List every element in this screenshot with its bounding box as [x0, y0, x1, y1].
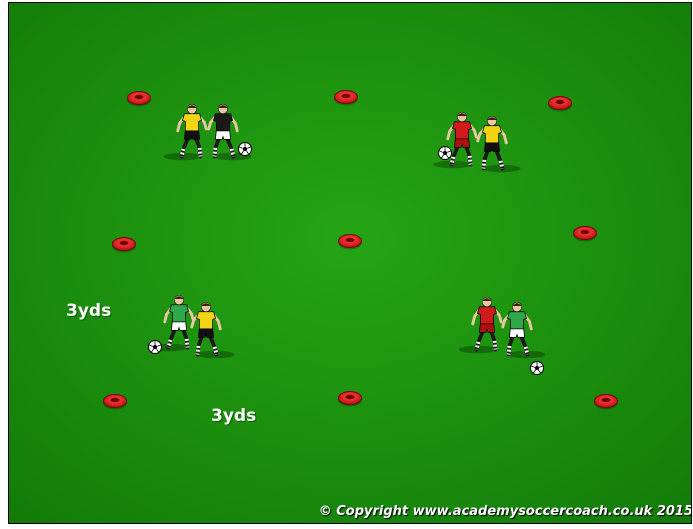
soccer-ball [439, 147, 452, 160]
cone [338, 235, 362, 250]
cone [338, 392, 362, 407]
cone [594, 395, 618, 410]
grass-surface [9, 3, 692, 524]
cone [127, 92, 151, 107]
soccer-ball [149, 341, 162, 354]
distance-label-vertical: 3yds [66, 301, 111, 321]
cone [573, 227, 597, 242]
distance-label-horizontal: 3yds [211, 406, 256, 426]
training-pitch: 3yds 3yds © Copyright www.academysoccerc… [8, 2, 692, 524]
copyright-notice: © Copyright www.academysoccercoach.co.uk… [319, 504, 692, 519]
soccer-ball [239, 143, 252, 156]
cone [334, 91, 358, 106]
pitch-diagram [9, 3, 692, 524]
soccer-ball [531, 362, 544, 375]
cone [103, 395, 127, 410]
cone [548, 97, 572, 112]
cone [112, 238, 136, 253]
